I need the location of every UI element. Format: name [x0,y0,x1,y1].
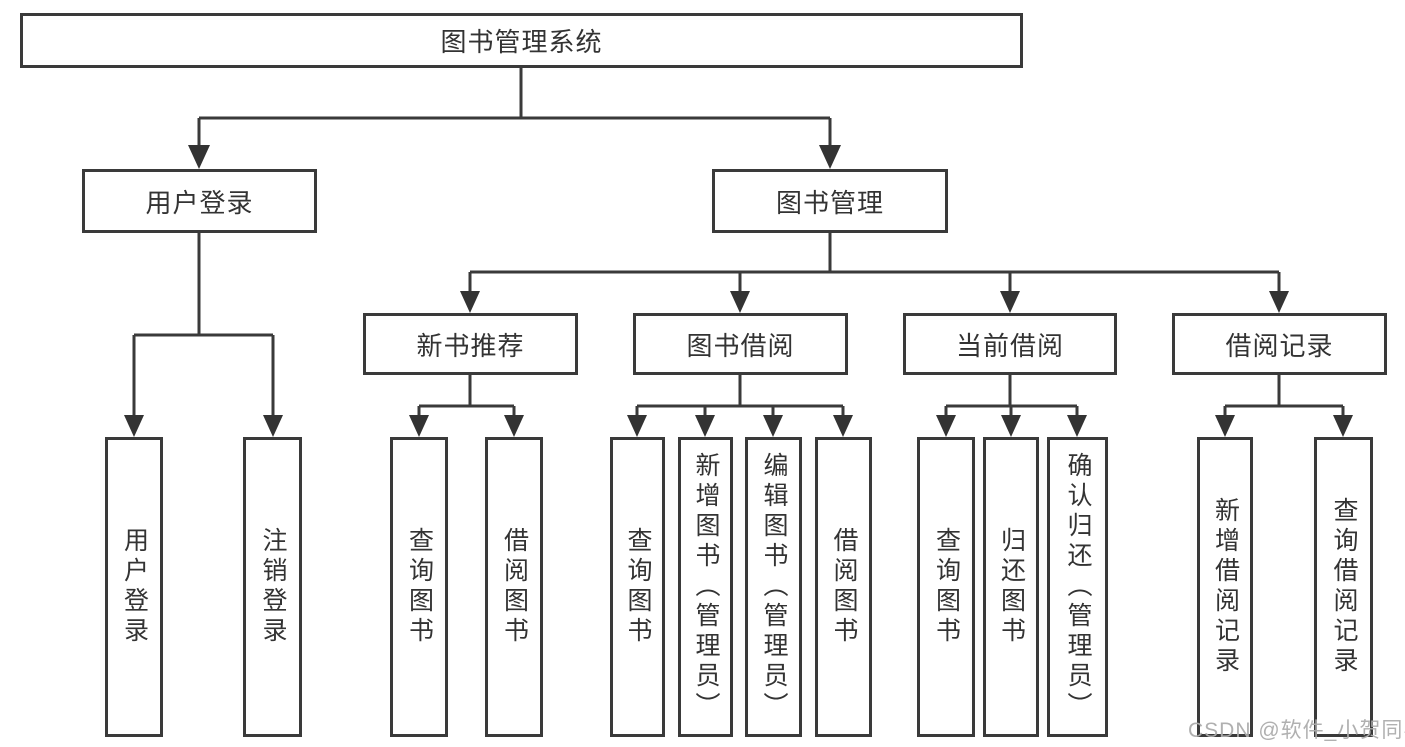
leaf-cb-confirm-return-admin: 确认归还（管理员） [1047,437,1108,737]
node-book-borrow: 图书借阅 [633,313,848,375]
leaf-bb-query-books: 查询图书 [610,437,665,737]
leaf-nbr-query-books: 查询图书 [390,437,448,737]
leaf-user-login: 用户登录 [105,437,163,737]
leaf-br-add-record: 新增借阅记录 [1197,437,1253,737]
leaf-logout-login: 注销登录 [243,437,302,737]
node-current-borrow: 当前借阅 [903,313,1117,375]
leaf-nbr-borrow-books: 借阅图书 [485,437,543,737]
leaf-cb-return-books: 归还图书 [983,437,1039,737]
node-root: 图书管理系统 [20,13,1023,68]
leaf-br-query-record: 查询借阅记录 [1314,437,1373,737]
csdn-watermark: CSDN @软件_小贺同学 [1188,719,1405,742]
leaf-bb-edit-books-admin: 编辑图书（管理员） [745,437,802,737]
node-user-login: 用户登录 [82,169,317,233]
arrowheads [124,145,1353,437]
leaf-bb-borrow-books: 借阅图书 [815,437,872,737]
leaf-cb-query-books: 查询图书 [917,437,975,737]
node-new-book-recommend: 新书推荐 [363,313,578,375]
leaf-bb-add-books-admin: 新增图书（管理员） [678,437,733,737]
node-borrow-records: 借阅记录 [1172,313,1387,375]
node-book-management: 图书管理 [712,169,948,233]
